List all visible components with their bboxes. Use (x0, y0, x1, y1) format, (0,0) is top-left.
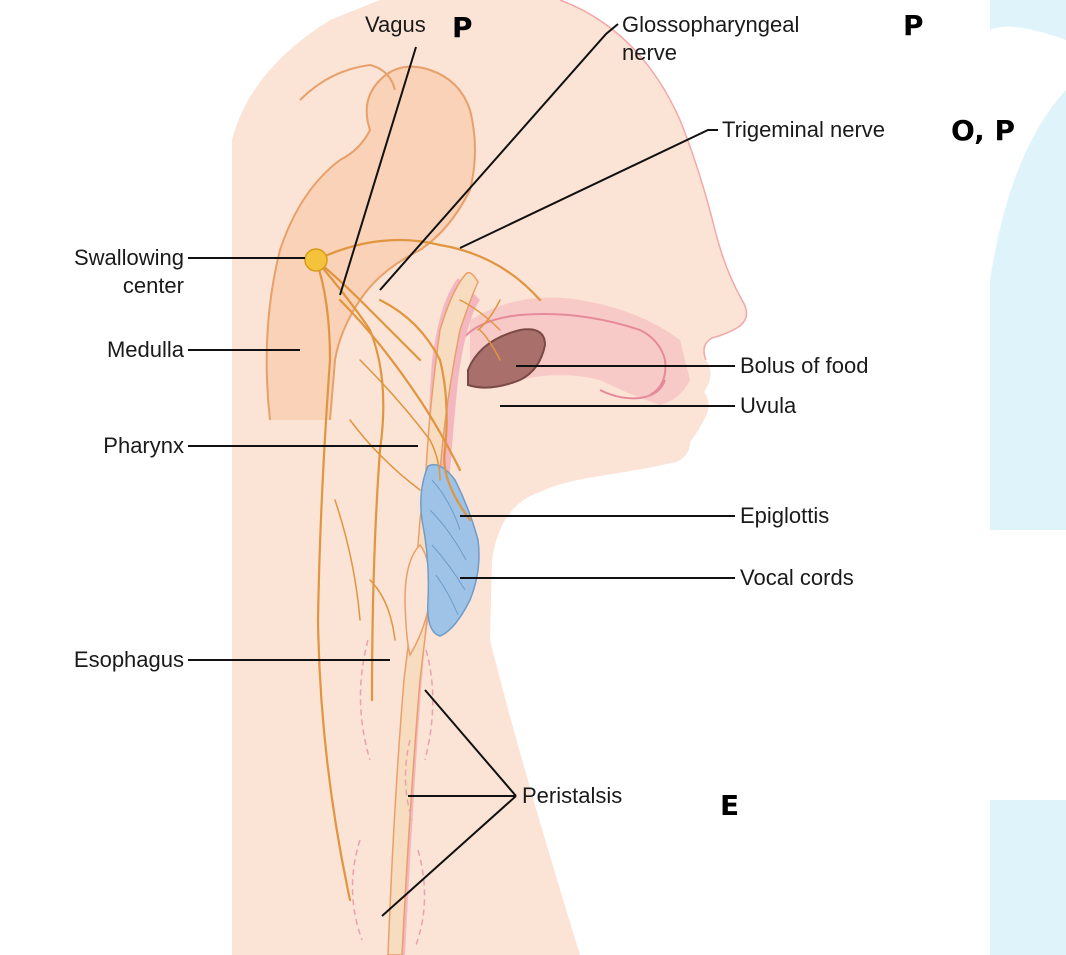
label-uvula: Uvula (740, 393, 797, 418)
label-pharynx: Pharynx (103, 433, 184, 458)
label-glossopharyngeal-line1: Glossopharyngeal (622, 12, 799, 37)
label-esophagus: Esophagus (74, 647, 184, 672)
label-glossopharyngeal-line2: nerve (622, 40, 677, 65)
label-swallowing-line2: center (123, 273, 184, 298)
mark-vagus: P (452, 11, 473, 44)
mark-peristalsis: E (720, 789, 739, 822)
label-bolus-of-food: Bolus of food (740, 353, 868, 378)
head-skin (232, 0, 747, 955)
label-vocal-cords: Vocal cords (740, 565, 854, 590)
swallowing-center-dot (305, 249, 327, 271)
label-peristalsis: Peristalsis (522, 783, 622, 808)
mark-trigeminal: O, P (951, 114, 1015, 147)
label-swallowing-line1: Swallowing (74, 245, 184, 270)
mark-glossopharyngeal: P (903, 9, 924, 42)
label-medulla: Medulla (107, 337, 185, 362)
label-epiglottis: Epiglottis (740, 503, 829, 528)
label-vagus: Vagus (365, 12, 426, 37)
label-trigeminal-nerve: Trigeminal nerve (722, 117, 885, 142)
